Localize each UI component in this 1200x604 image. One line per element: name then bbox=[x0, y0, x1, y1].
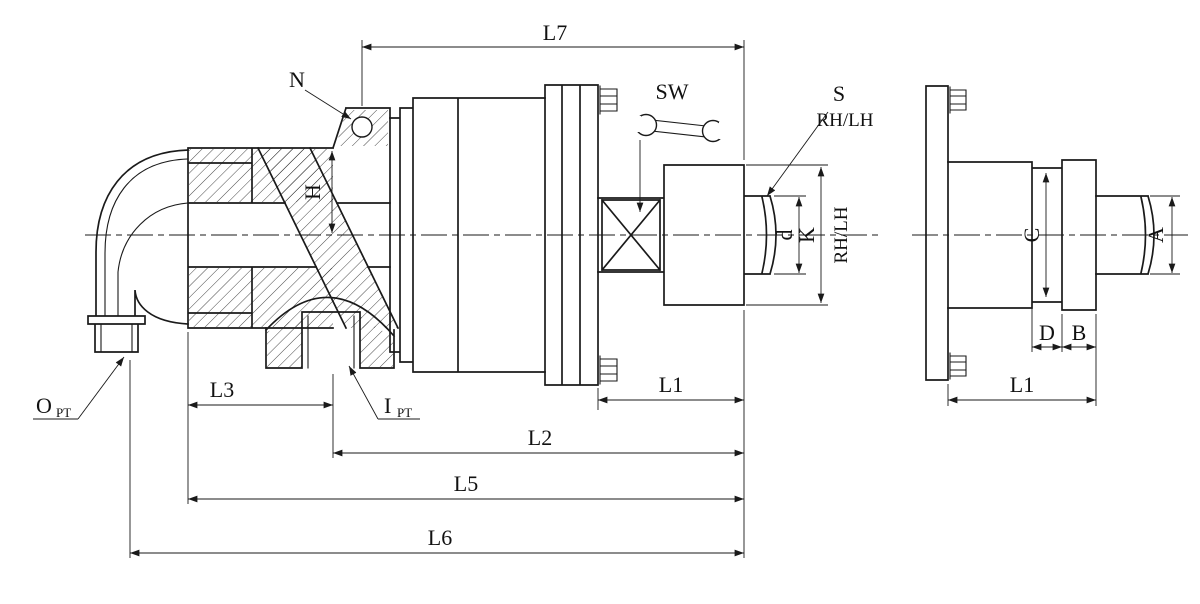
main-labels: L7 N SW S RH/LH H d K RH/LH L1 L3 O PT I… bbox=[36, 20, 874, 550]
label-d: d bbox=[772, 230, 797, 241]
label-k: K bbox=[794, 227, 819, 243]
shaft-outline bbox=[597, 164, 777, 306]
label-i-port: I bbox=[384, 393, 391, 418]
side-dimensions bbox=[947, 173, 1180, 406]
label-l7: L7 bbox=[543, 20, 567, 45]
body-lower-wall-hatch bbox=[189, 268, 333, 327]
label-rh-lh-axis: RH/LH bbox=[831, 206, 852, 263]
flange-outline bbox=[544, 84, 599, 386]
bottom-port bbox=[264, 296, 396, 369]
label-sw: SW bbox=[656, 79, 689, 104]
plate-bolt-bottom bbox=[949, 352, 967, 380]
rotor-shaft-outline bbox=[1095, 194, 1155, 276]
label-a: A bbox=[1143, 227, 1168, 243]
label-d-side: D bbox=[1039, 320, 1055, 345]
housing-barrel bbox=[389, 97, 546, 373]
rotor-flange-plate bbox=[925, 85, 967, 381]
label-i-port-sub: PT bbox=[397, 405, 412, 420]
label-l1-main: L1 bbox=[659, 372, 683, 397]
flange-bolt-top bbox=[599, 85, 618, 115]
seal-band-hatch bbox=[258, 148, 398, 328]
port-thread-lines bbox=[307, 315, 355, 369]
housing-body bbox=[187, 106, 400, 330]
rotor-hub bbox=[947, 159, 1155, 311]
label-l3: L3 bbox=[210, 377, 234, 402]
label-o-port: O bbox=[36, 393, 52, 418]
label-n: N bbox=[289, 67, 305, 92]
leader-o-port bbox=[77, 356, 125, 420]
main-view: L7 N SW S RH/LH H d K RH/LH L1 L3 O PT I… bbox=[33, 20, 880, 558]
label-o-port-sub: PT bbox=[56, 405, 71, 420]
flange-bolt-bottom bbox=[599, 355, 618, 385]
side-view: A C D B L1 bbox=[912, 85, 1188, 406]
label-l5: L5 bbox=[454, 471, 478, 496]
wrench-icon bbox=[629, 113, 733, 143]
wrench-left-jaw-gap bbox=[629, 116, 641, 132]
port-outline bbox=[264, 296, 396, 369]
label-l6: L6 bbox=[428, 525, 452, 550]
elbow-inner-lines bbox=[100, 158, 189, 353]
plate-outline bbox=[925, 85, 949, 381]
label-l2: L2 bbox=[528, 425, 552, 450]
leader-i-port bbox=[348, 365, 379, 420]
label-b: B bbox=[1072, 320, 1087, 345]
label-h: H bbox=[300, 184, 325, 200]
n-hole bbox=[351, 116, 373, 138]
side-labels: A C D B L1 bbox=[1010, 227, 1168, 397]
port-right-wall-hatch bbox=[360, 316, 393, 367]
side-extension-lines bbox=[947, 195, 1180, 406]
section-hatching bbox=[189, 110, 398, 367]
barrel-outline bbox=[389, 97, 546, 373]
label-l1-side: L1 bbox=[1010, 372, 1034, 397]
label-rh-lh-top: RH/LH bbox=[817, 110, 874, 131]
elbow-outline bbox=[87, 149, 189, 353]
elbow-fitting bbox=[87, 149, 189, 353]
leader-s bbox=[766, 111, 829, 197]
wrench-handle bbox=[651, 119, 707, 138]
plate-bolt-top bbox=[949, 86, 967, 114]
label-c: C bbox=[1019, 228, 1044, 243]
main-dimensions bbox=[33, 40, 829, 558]
body-outline bbox=[187, 106, 391, 329]
label-s: S bbox=[833, 81, 845, 106]
leader-n bbox=[304, 89, 352, 120]
wrench-right-jaw-gap bbox=[719, 122, 733, 139]
rotor-shaft bbox=[597, 164, 777, 306]
hub-outline bbox=[947, 159, 1097, 311]
flange bbox=[544, 84, 618, 386]
